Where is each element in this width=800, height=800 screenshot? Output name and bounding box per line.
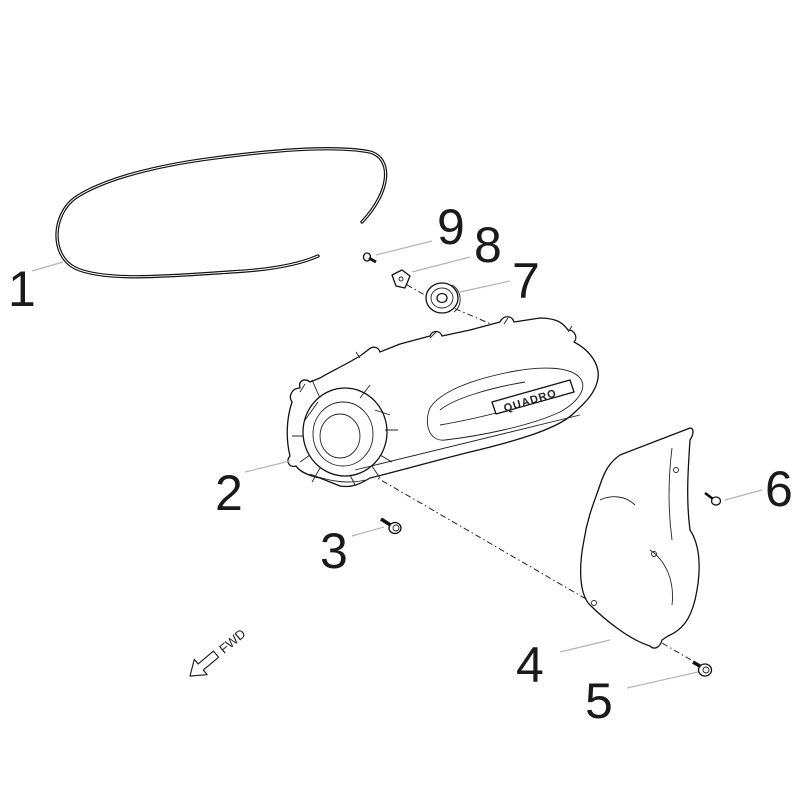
transmission-cover: QUADRO xyxy=(286,316,599,488)
small-bolt xyxy=(362,252,377,264)
callout-2: 2 xyxy=(215,465,243,521)
callout-1: 1 xyxy=(8,261,36,317)
forward-direction-indicator: FWD xyxy=(189,626,248,677)
callout-7: 7 xyxy=(512,253,540,309)
callout-9: 9 xyxy=(437,199,465,255)
clip-bracket xyxy=(391,269,411,289)
callout-3: 3 xyxy=(320,523,348,579)
bolt-small-right xyxy=(704,491,722,506)
flange-bolt xyxy=(692,660,713,677)
arrow-left-icon xyxy=(189,650,220,677)
bearing xyxy=(425,282,461,314)
callout-4: 4 xyxy=(516,637,544,693)
cover-plate xyxy=(580,427,700,649)
callout-5: 5 xyxy=(585,673,613,729)
callout-6: 6 xyxy=(765,461,793,517)
fwd-label: FWD xyxy=(216,626,248,657)
bolt-left xyxy=(380,517,402,535)
callout-8: 8 xyxy=(474,217,502,273)
gasket-seal xyxy=(55,146,388,279)
